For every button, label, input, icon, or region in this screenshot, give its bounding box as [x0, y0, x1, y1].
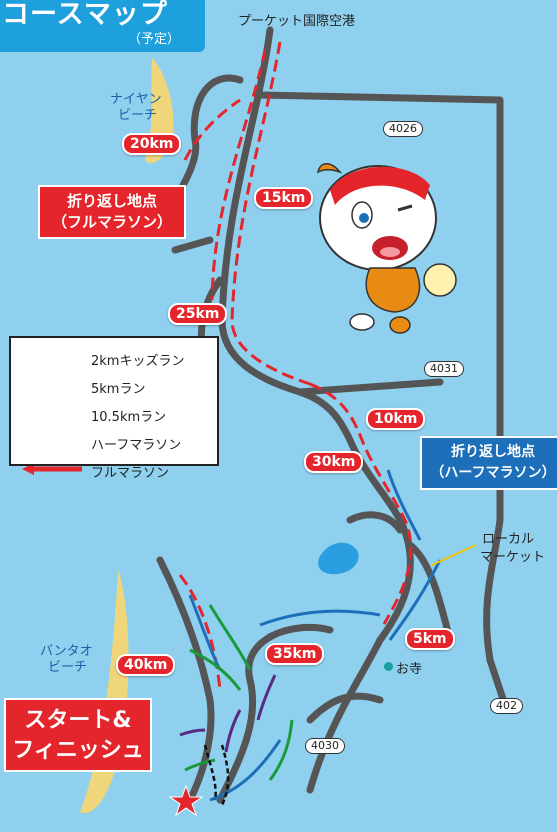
- temple-icon: [384, 662, 393, 671]
- 5km-route: [179, 674, 277, 753]
- market-label-line2: マーケット: [480, 550, 546, 565]
- 10km-route: [184, 604, 294, 781]
- bang-tao-label-line1: バンタオ: [40, 644, 93, 659]
- map-title: コースマップ: [2, 0, 168, 30]
- nai-yang-label-line2: ビーチ: [118, 108, 158, 123]
- km-marker-30: 30km: [304, 451, 364, 473]
- route-number-402: 402: [490, 698, 523, 714]
- km-marker-15: 15km: [254, 187, 314, 209]
- route-number-4026: 4026: [383, 121, 423, 137]
- legend-item-full: フルマラソン: [19, 460, 214, 482]
- route-number-4030: 4030: [305, 738, 345, 754]
- half-marathon-route: [188, 469, 442, 802]
- start-finish-line2: フィニッシュ: [12, 738, 144, 763]
- km-marker-35: 35km: [265, 643, 325, 665]
- market-pointer: [431, 544, 477, 566]
- temple-label: お寺: [396, 662, 423, 677]
- start-finish-box: スタート& フィニッシュ: [4, 698, 152, 772]
- mascot-illustration: [316, 163, 457, 334]
- legend-item-half: ハーフマラソン: [19, 432, 214, 454]
- airport-label: プーケット国際空港: [238, 14, 356, 29]
- kids-run-route: [203, 744, 230, 806]
- half-turnaround-box: 折り返し地点 （ハーフマラソン）: [420, 436, 557, 490]
- start-finish-line1: スタート&: [24, 708, 132, 733]
- km-marker-40: 40km: [116, 654, 176, 676]
- title-banner: コースマップ （予定）: [0, 0, 205, 52]
- route-number-4031: 4031: [424, 361, 464, 377]
- market-label-line1: ローカル: [482, 532, 535, 547]
- km-marker-5: 5km: [405, 628, 455, 650]
- legend-label: ハーフマラソン: [91, 438, 182, 453]
- bang-tao-beach: [80, 570, 129, 814]
- legend-item-10km: 10.5kmラン: [19, 404, 214, 426]
- full-marathon-route: [178, 41, 413, 691]
- bang-tao-label-line2: ビーチ: [48, 660, 88, 675]
- km-marker-10: 10km: [366, 408, 426, 430]
- half-turnaround-line1: 折り返し地点: [451, 444, 535, 460]
- lagoon: [318, 542, 359, 575]
- full-turnaround-line2: （フルマラソン）: [51, 213, 172, 231]
- km-marker-20: 20km: [122, 133, 182, 155]
- legend-item-kids: 2kmキッズラン: [19, 348, 214, 370]
- legend-label: フルマラソン: [91, 466, 170, 481]
- legend-label: 2kmキッズラン: [91, 354, 185, 369]
- legend-item-5km: 5kmラン: [19, 376, 214, 398]
- legend-label: 5kmラン: [91, 382, 146, 397]
- legend: 2kmキッズラン 5kmラン 10.5kmラン ハーフマラソン フルマラソン: [9, 336, 219, 481]
- start-star-icon: [168, 784, 204, 817]
- nai-yang-label-line1: ナイヤン: [110, 92, 162, 107]
- half-turnaround-line2: （ハーフマラソン）: [430, 465, 556, 481]
- map-subtitle: （予定）: [128, 32, 181, 47]
- full-turnaround-box: 折り返し地点 （フルマラソン）: [38, 185, 186, 239]
- km-marker-25: 25km: [168, 303, 228, 325]
- full-turnaround-line1: 折り返し地点: [66, 192, 157, 210]
- legend-label: 10.5kmラン: [91, 410, 167, 425]
